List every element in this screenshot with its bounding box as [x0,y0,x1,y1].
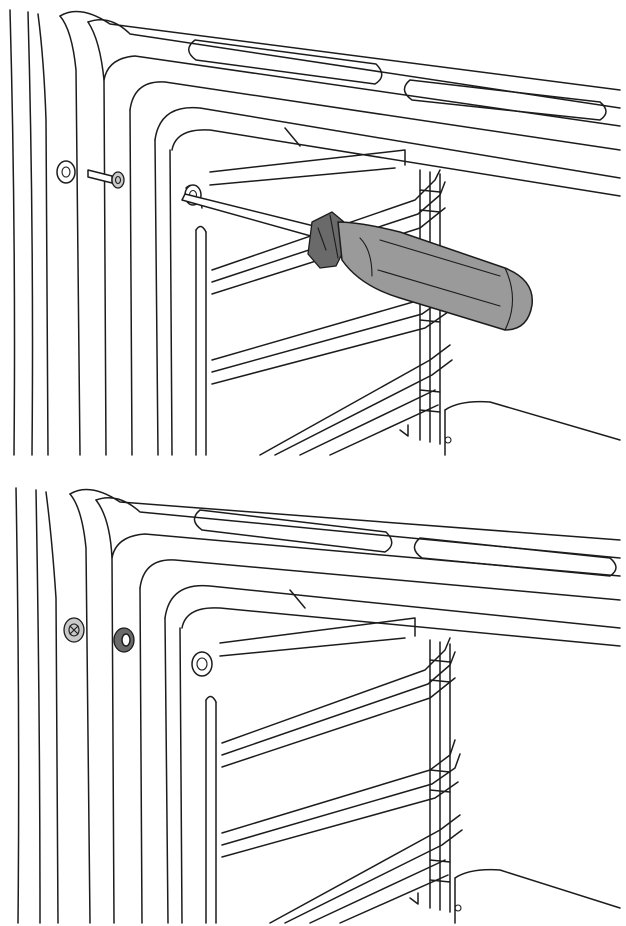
rack-rail-left [185,184,207,456]
oven-frame [59,10,621,456]
rack-ladder-right [409,639,462,913]
removed-screw [87,169,125,189]
oven-floor [454,868,621,924]
oven-frame [69,488,621,924]
side-panel [15,487,115,924]
side-screw [63,617,85,643]
rack-rail-left [205,695,217,924]
vent-slot-right [403,79,607,121]
step-2-illustration [0,478,626,926]
oven-interior-step-2 [15,487,621,924]
side-panel [9,9,107,456]
screwdriver-icon [181,193,533,331]
oven-floor [444,400,621,456]
vent-slot-right [413,537,617,577]
frame-bushing [113,627,135,653]
vent-slot-left [193,509,393,553]
step-1-illustration [0,0,626,458]
rack-screw [191,651,213,677]
oven-interior-step-1 [9,9,621,456]
wire-racks [219,617,463,924]
screw-hole [56,160,76,184]
vent-slot-left [188,39,383,85]
